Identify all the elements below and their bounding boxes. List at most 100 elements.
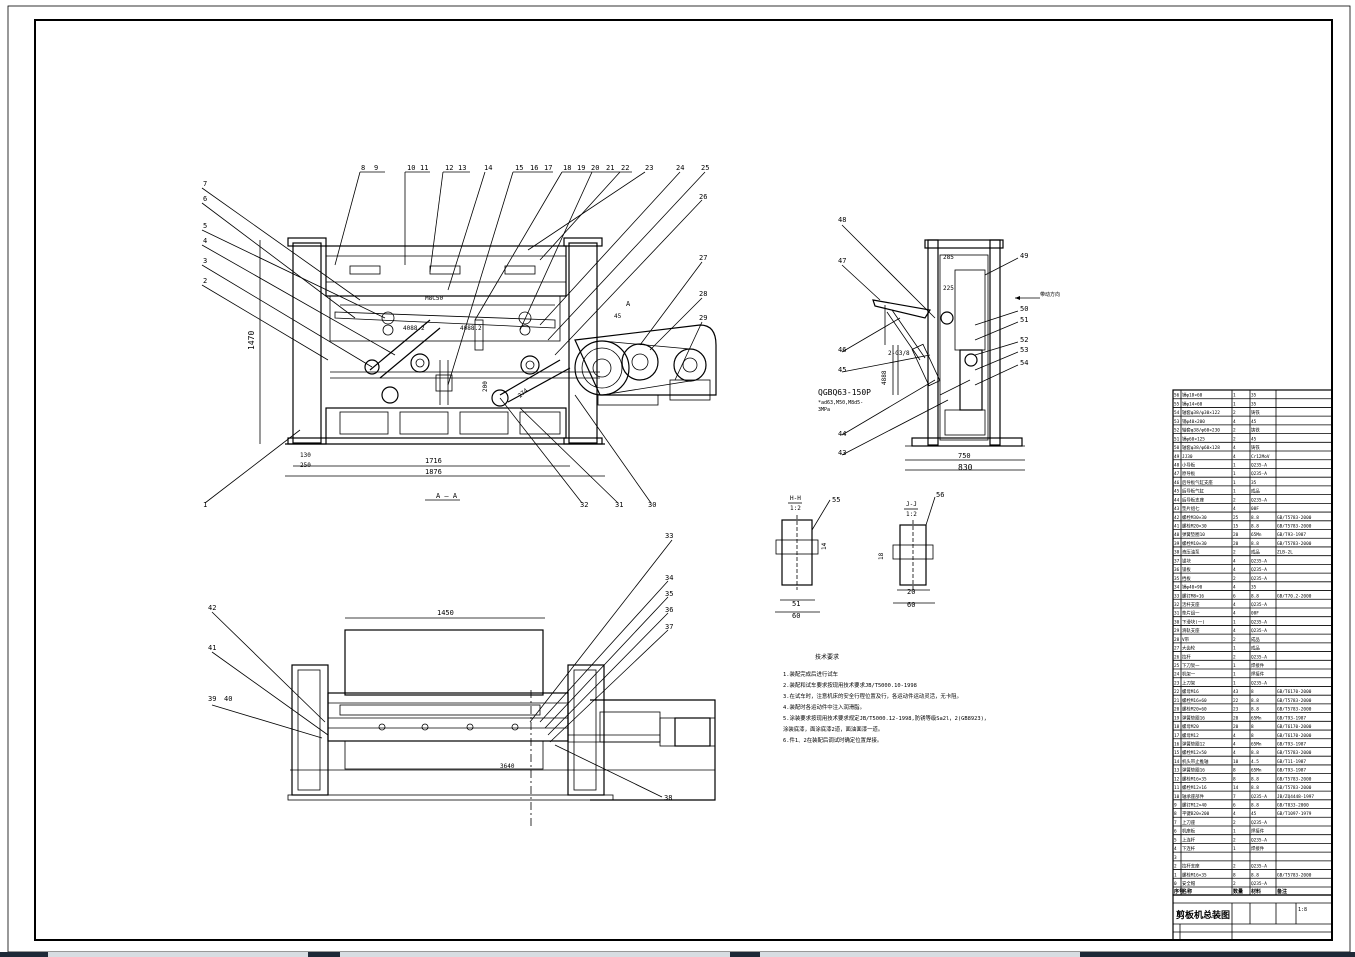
- bom-cell: 2: [1233, 637, 1236, 643]
- bom-cell: 安全帽: [1182, 880, 1196, 887]
- bom-cell: 滑轨支座: [1182, 627, 1200, 634]
- bom-cell: GB/T70.2-2000: [1277, 593, 1312, 599]
- bom-cell: GB/T93-1987: [1277, 715, 1306, 721]
- bom-cell: Q235-A: [1251, 837, 1267, 843]
- bom-header-cell: 材料: [1251, 888, 1261, 895]
- bom-cell: 19: [1174, 715, 1180, 721]
- label-31: 31: [615, 501, 623, 509]
- label-30: 30: [648, 501, 656, 509]
- note-m8c50: M8C50: [425, 295, 443, 302]
- bom-cell: 1: [1233, 680, 1236, 686]
- bom-cell: 铸铁: [1251, 444, 1260, 451]
- bom-cell: 51: [1174, 436, 1180, 442]
- bom-cell: 44: [1174, 497, 1180, 503]
- tech-req-item-6: 涂装底漆，面涂底漆2道，面油面漆一道。: [783, 725, 883, 733]
- bom-cell: 8: [1251, 724, 1254, 730]
- bom-cell: 13: [1174, 768, 1180, 774]
- bom-cell: 4: [1233, 611, 1236, 617]
- bom-cell: 拉杆支座: [1182, 863, 1200, 870]
- bom-cell: Q235-A: [1251, 576, 1267, 582]
- bom-cell: GB/T93-1987: [1277, 741, 1306, 747]
- bom-cell: 43: [1233, 689, 1239, 695]
- bom-cell: 垫片组七: [1182, 505, 1200, 512]
- label-1: 1: [203, 501, 207, 509]
- bom-cell: 螺栓M10×30: [1182, 540, 1207, 547]
- bom-cell: 弹簧垫圈16: [1182, 767, 1205, 774]
- bom-cell: 36: [1174, 567, 1180, 573]
- bom-cell: 2: [1233, 881, 1236, 887]
- bom-cell: 43: [1174, 506, 1180, 512]
- note-4088-b: 4088.2: [460, 325, 482, 332]
- bom-cell: 22: [1233, 698, 1239, 704]
- tech-req-item-1: 1.装配完成后进行试车: [783, 670, 839, 678]
- bom-cell: 34: [1174, 585, 1180, 591]
- bom-cell: 29: [1174, 628, 1180, 634]
- cylinder-model: QGBQ63-150P: [818, 388, 871, 397]
- tech-req-title: 技术要求: [815, 653, 839, 661]
- bom-cell: 52: [1174, 428, 1180, 434]
- bom-cell: 焊接件: [1251, 828, 1265, 835]
- bom-cell: GB/T5783-2000: [1277, 524, 1312, 530]
- bom-cell: 8.8: [1251, 541, 1259, 547]
- bom-cell: 上连杆: [1182, 836, 1196, 843]
- bom-cell: 53: [1174, 419, 1180, 425]
- bom-cell: 焊接件: [1251, 662, 1265, 669]
- side-part-labels: 48 49 47 50 51 46 52 45 53 54 44 43: [838, 216, 1028, 457]
- bom-cell: 轴承座部件: [1182, 793, 1205, 800]
- taskbar: [0, 952, 1355, 957]
- bom-header-cell: 数量: [1233, 888, 1243, 895]
- cylinder-note: *ad63,M50,M8d5-: [818, 400, 863, 406]
- front-leaders: [201, 171, 706, 504]
- title-block: 剪板机总装图 1:8: [1172, 894, 1333, 941]
- bom-cell: 8: [1233, 872, 1236, 878]
- drawing-frame: [34, 19, 1333, 941]
- bom-cell: GB/T93-1987: [1277, 768, 1306, 774]
- bom-cell: 8.8: [1251, 593, 1259, 599]
- detail-56-dim-h: 18: [878, 552, 885, 560]
- bom-cell: 8.8: [1251, 803, 1259, 809]
- bom-cell: 37: [1174, 558, 1180, 564]
- bom-cell: Q235-A: [1251, 602, 1267, 608]
- technical-requirements: 技术要求 1.装配完成后进行试车 2.装配和试车要求按现用技术要求JB/T500…: [783, 653, 989, 744]
- section-label: A — A: [436, 492, 458, 500]
- bom-cell: 拉杆: [1182, 653, 1191, 660]
- bom-cell: 65Mn: [1251, 532, 1262, 538]
- bom-cell: 螺钉M12×40: [1182, 802, 1207, 809]
- label-43: 43: [838, 449, 846, 457]
- bom-cell: 大齿轮: [1182, 645, 1196, 652]
- bom-cell: 26: [1174, 654, 1180, 660]
- label-16: 16: [530, 164, 538, 172]
- bom-cell: 08F: [1251, 506, 1259, 512]
- bom-cell: 08F: [1251, 611, 1259, 617]
- bom-cell: 15: [1233, 524, 1239, 530]
- bom-cell: 原导板: [1182, 470, 1196, 477]
- side-leaders: [841, 224, 1019, 456]
- bom-cell: 下滑块(一): [1182, 618, 1205, 625]
- dim-height: 1470: [247, 331, 256, 350]
- bom-cell: 8.8: [1251, 872, 1259, 878]
- bom-cell: 20: [1174, 707, 1180, 713]
- bom-cell: 7: [1233, 794, 1236, 800]
- bom-cell: 4: [1233, 419, 1236, 425]
- dim-overall-width: 1876: [425, 468, 442, 476]
- bom-cell: 56: [1174, 393, 1180, 399]
- bom-cell: Q235-A: [1251, 864, 1267, 870]
- bom-cell: 4: [1233, 602, 1236, 608]
- bom-cell: 45: [1251, 419, 1257, 425]
- label-9: 9: [374, 164, 378, 172]
- detail-56-dim-w: 60: [907, 601, 915, 609]
- dim-g38: 2-G3/8: [888, 350, 910, 357]
- label-34: 34: [665, 574, 673, 582]
- label-36: 36: [665, 606, 673, 614]
- bom-cell: 35: [1251, 480, 1257, 486]
- label-48: 48: [838, 216, 846, 224]
- bom-cell: 成品: [1251, 645, 1260, 652]
- dim-offset2: 250: [300, 462, 311, 469]
- label-10: 10: [407, 164, 415, 172]
- bom-cell: 焊接件: [1251, 845, 1265, 852]
- bom-cell: Q235-A: [1251, 881, 1267, 887]
- bom-cell: 螺栓M16×35: [1182, 871, 1207, 878]
- top-view: 1450 3640: [287, 609, 716, 828]
- detail-55-dim-in: 51: [792, 600, 800, 608]
- bom-cell: 48: [1174, 462, 1180, 468]
